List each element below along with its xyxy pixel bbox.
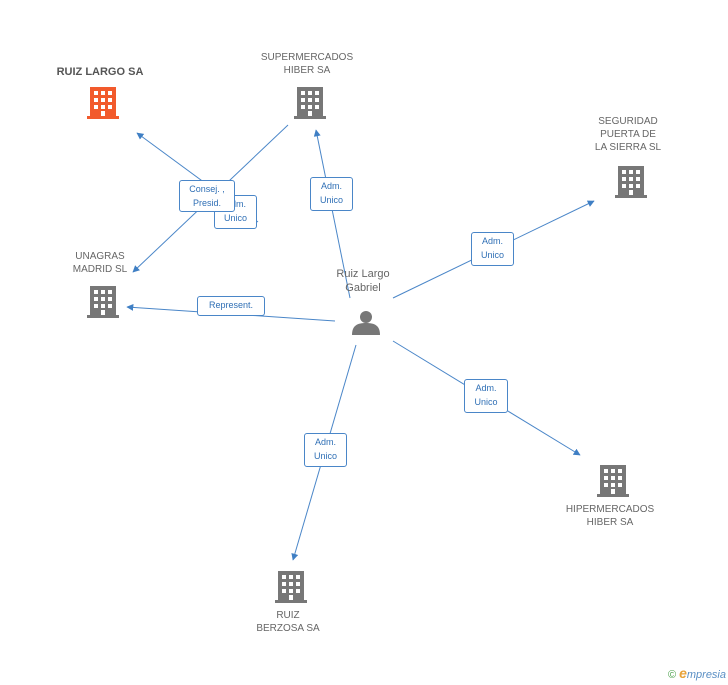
relation-label[interactable]: Adm. Unico (304, 433, 347, 467)
empresia-watermark: ©empresia (668, 665, 726, 681)
person-icon[interactable] (352, 311, 380, 335)
building-icon[interactable] (87, 286, 119, 318)
relation-label[interactable]: Adm. Unico (310, 177, 353, 211)
company-label-ruiz-largo[interactable]: RUIZ LARGO SA (56, 66, 144, 78)
company-label-hipermercados-hiber[interactable]: HIPERMERCADOS HIBER SA (565, 504, 655, 528)
entity-nodes (87, 87, 647, 603)
relation-label[interactable]: Adm. Unico (464, 379, 508, 413)
relation-line-supermercados-hiber (313, 129, 351, 299)
company-label-supermercados-hiber[interactable]: SUPERMERCADOS HIBER SA (260, 52, 354, 76)
copyright-icon: © (667, 669, 677, 681)
relation-label[interactable]: Consej. , Presid. (179, 180, 235, 212)
relation-label[interactable]: Represent. (197, 296, 265, 316)
relation-label[interactable]: Adm. Unico (471, 232, 514, 266)
company-label-unagras[interactable]: UNAGRAS MADRID SL (72, 251, 128, 275)
relation-label[interactable]: Adm. Unico (214, 195, 257, 229)
brand-name: mpresia (686, 669, 726, 681)
building-icon[interactable] (275, 571, 307, 603)
company-label-ruiz-berzosa[interactable]: RUIZ BERZOSA SA (256, 610, 320, 634)
building-icon[interactable] (615, 166, 647, 198)
person-name[interactable]: Ruiz Largo Gabriel (336, 268, 390, 294)
building-icon[interactable] (597, 465, 629, 497)
building-icon[interactable] (294, 87, 326, 119)
building-icon[interactable] (87, 87, 119, 119)
brand-initial: e (679, 665, 687, 681)
company-label-seguridad-puerta[interactable]: SEGURIDAD PUERTA DE LA SIERRA SL (594, 116, 662, 153)
